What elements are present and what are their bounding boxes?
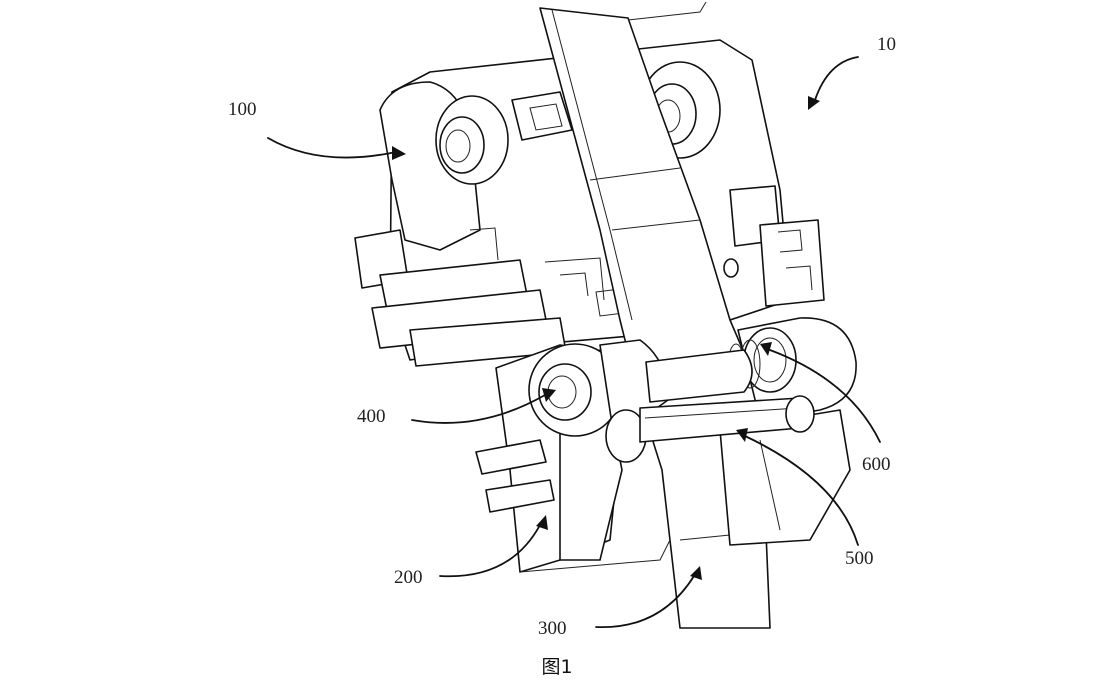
figure-caption: 图1 bbox=[541, 656, 573, 678]
label-100: 100 bbox=[228, 99, 257, 120]
leader-arrows bbox=[267, 56, 881, 629]
label-400: 400 bbox=[357, 406, 386, 427]
label-10: 10 bbox=[877, 34, 896, 55]
label-500: 500 bbox=[845, 548, 874, 569]
label-600: 600 bbox=[862, 454, 891, 475]
pedal-arm bbox=[539, 1, 771, 629]
label-300: 300 bbox=[538, 618, 567, 639]
pin-shaft bbox=[639, 349, 815, 443]
label-200: 200 bbox=[394, 567, 423, 588]
